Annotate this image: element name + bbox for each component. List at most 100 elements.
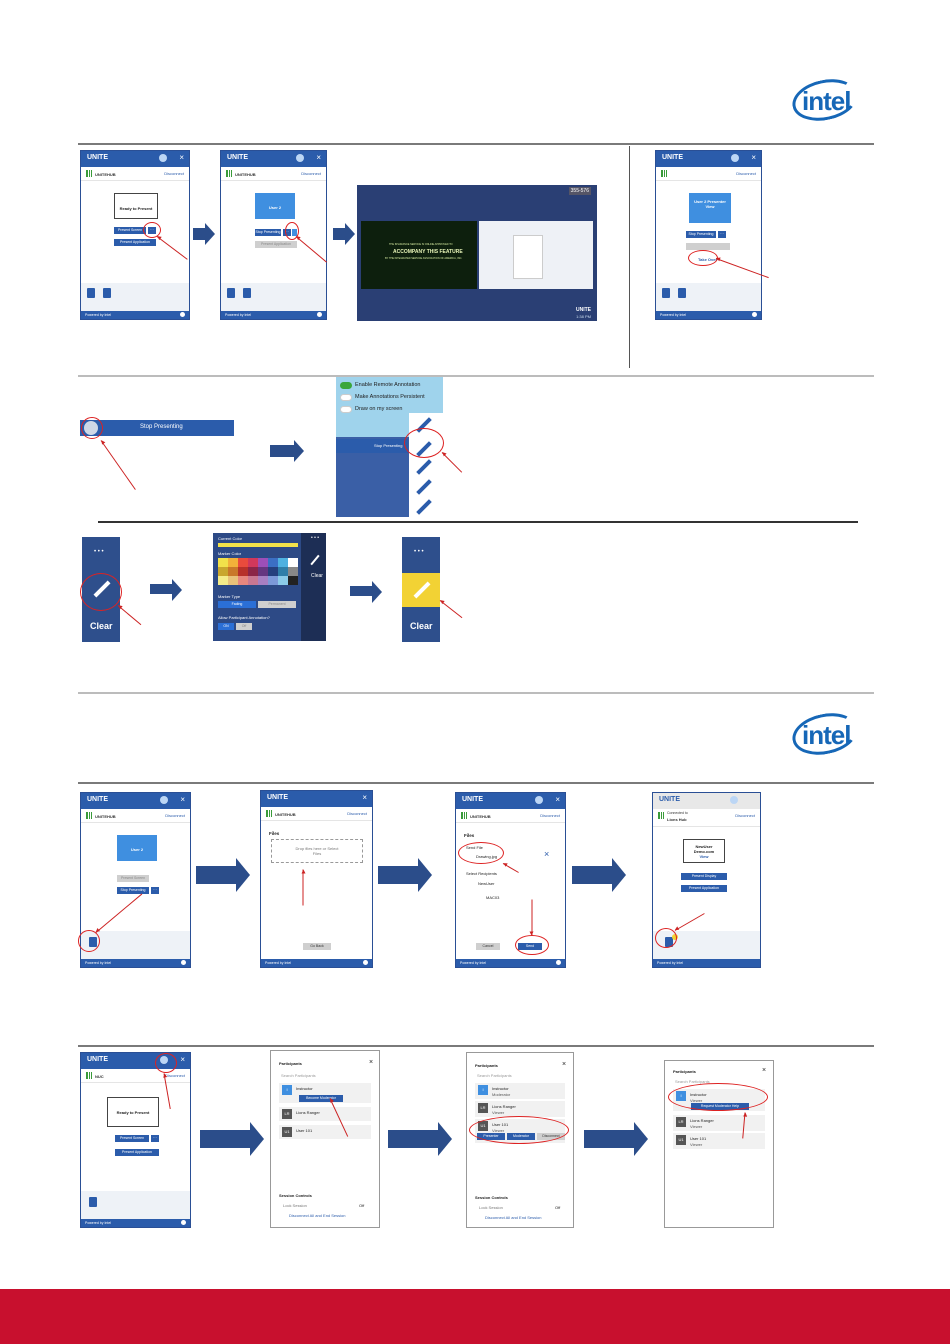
participants-icon[interactable] bbox=[730, 796, 738, 804]
color-swatch[interactable] bbox=[218, 567, 228, 576]
send-file-icon[interactable] bbox=[662, 288, 670, 298]
participants-icon[interactable] bbox=[731, 154, 739, 162]
view-link[interactable]: View bbox=[699, 854, 709, 859]
more-options-button[interactable]: ··· bbox=[151, 1135, 159, 1142]
send-file-icon[interactable] bbox=[87, 288, 95, 298]
color-swatch[interactable] bbox=[238, 558, 248, 567]
close-icon[interactable]: × bbox=[180, 795, 185, 804]
more-options-icon[interactable]: • • • bbox=[414, 549, 424, 555]
clear-button[interactable]: Clear bbox=[311, 573, 323, 579]
disconnect-link[interactable]: Disconnect bbox=[736, 171, 756, 176]
settings-icon[interactable] bbox=[180, 312, 185, 317]
color-swatch[interactable] bbox=[278, 567, 288, 576]
color-swatch[interactable] bbox=[248, 558, 258, 567]
recipient-2[interactable]: MAC03 bbox=[486, 895, 500, 900]
color-swatch[interactable] bbox=[268, 567, 278, 576]
enable-remote-annotation-toggle[interactable] bbox=[340, 382, 352, 389]
allow-off-button[interactable]: Off bbox=[236, 623, 252, 630]
draw-on-screen-toggle[interactable] bbox=[340, 406, 352, 413]
lock-session-toggle[interactable]: Off bbox=[555, 1205, 561, 1210]
color-swatch[interactable] bbox=[278, 576, 288, 585]
clear-button[interactable]: Clear bbox=[410, 621, 433, 631]
feedback-icon[interactable] bbox=[103, 288, 111, 298]
participants-icon[interactable] bbox=[159, 154, 167, 162]
disconnect-link[interactable]: Disconnect bbox=[165, 813, 185, 818]
make-persistent-toggle[interactable] bbox=[340, 394, 352, 401]
settings-icon[interactable] bbox=[752, 312, 757, 317]
stop-presenting-button[interactable]: Stop Presenting bbox=[117, 887, 149, 894]
color-swatch[interactable] bbox=[218, 558, 228, 567]
present-screen-button[interactable]: Present Screen bbox=[115, 1135, 149, 1142]
permanent-button[interactable]: Permanent bbox=[258, 601, 296, 608]
search-input[interactable]: Search Participants bbox=[675, 1079, 710, 1084]
color-swatch[interactable] bbox=[288, 567, 298, 576]
active-marker[interactable] bbox=[402, 573, 440, 607]
color-swatch[interactable] bbox=[228, 576, 238, 585]
disconnect-link[interactable]: Disconnect bbox=[165, 1073, 185, 1078]
close-icon[interactable]: × bbox=[751, 153, 756, 162]
color-swatch[interactable] bbox=[268, 576, 278, 585]
color-swatch[interactable] bbox=[238, 567, 248, 576]
stop-presenting-button[interactable]: Stop Presenting bbox=[255, 229, 281, 236]
marker-red-icon[interactable] bbox=[416, 479, 432, 495]
close-icon[interactable]: × bbox=[562, 1061, 567, 1068]
disconnect-all-link[interactable]: Disconnect All and End Session bbox=[289, 1213, 346, 1218]
more-options-button[interactable]: ··· bbox=[151, 887, 159, 894]
stop-presenting-button[interactable]: Stop Presenting bbox=[686, 231, 716, 238]
stop-presenting-label[interactable]: Stop Presenting bbox=[140, 424, 183, 430]
disconnect-all-link[interactable]: Disconnect All and End Session bbox=[485, 1215, 542, 1220]
drop-zone[interactable]: Drop files here or Select Files bbox=[271, 839, 363, 863]
lock-session-toggle[interactable]: Off bbox=[359, 1203, 365, 1208]
disconnect-link[interactable]: Disconnect bbox=[164, 171, 184, 176]
search-input[interactable]: Search Participants bbox=[477, 1073, 512, 1078]
color-swatch[interactable] bbox=[228, 558, 238, 567]
settings-icon[interactable] bbox=[556, 960, 561, 965]
pencil-icon[interactable] bbox=[413, 581, 431, 599]
color-swatch[interactable] bbox=[268, 558, 278, 567]
participants-icon[interactable] bbox=[535, 796, 543, 804]
close-icon[interactable]: × bbox=[762, 1067, 767, 1074]
present-application-button[interactable]: Present Application bbox=[115, 1149, 159, 1156]
disconnect-link[interactable]: Disconnect bbox=[540, 813, 560, 818]
present-screen-button[interactable]: Present Screen bbox=[114, 227, 146, 234]
go-back-button[interactable]: Go Back bbox=[303, 943, 331, 950]
color-swatch[interactable] bbox=[288, 576, 298, 585]
present-display-button[interactable]: Present Display bbox=[681, 873, 727, 880]
send-file-icon[interactable] bbox=[89, 1197, 97, 1207]
participants-icon[interactable] bbox=[296, 154, 304, 162]
close-icon[interactable]: × bbox=[369, 1059, 374, 1066]
settings-icon[interactable] bbox=[317, 312, 322, 317]
cancel-button[interactable]: Cancel bbox=[476, 943, 500, 950]
color-swatch[interactable] bbox=[248, 576, 258, 585]
color-swatch[interactable] bbox=[258, 576, 268, 585]
color-swatch[interactable] bbox=[248, 567, 258, 576]
color-swatch[interactable] bbox=[278, 558, 288, 567]
allow-on-button[interactable]: ON bbox=[218, 623, 234, 630]
participants-icon[interactable] bbox=[160, 796, 168, 804]
more-options-button[interactable]: ··· bbox=[718, 231, 726, 238]
more-options-icon[interactable]: • • • bbox=[311, 535, 320, 541]
marker-green-icon[interactable] bbox=[416, 459, 432, 475]
marker-blue-icon[interactable] bbox=[416, 499, 432, 515]
close-icon[interactable]: × bbox=[180, 1055, 185, 1064]
feedback-icon[interactable] bbox=[243, 288, 251, 298]
fading-button[interactable]: Fading bbox=[218, 601, 256, 608]
close-icon[interactable]: × bbox=[362, 793, 367, 802]
more-options-icon[interactable]: • • • bbox=[94, 549, 104, 555]
disconnect-link[interactable]: Disconnect bbox=[347, 811, 367, 816]
present-application-button[interactable]: Present Application bbox=[681, 885, 727, 892]
feedback-icon[interactable] bbox=[678, 288, 686, 298]
remove-file-icon[interactable]: × bbox=[544, 849, 550, 859]
clear-button[interactable]: Clear bbox=[90, 621, 113, 631]
settings-icon[interactable] bbox=[363, 960, 368, 965]
color-swatch[interactable] bbox=[228, 567, 238, 576]
become-moderator-button[interactable]: Become Moderator bbox=[299, 1095, 343, 1102]
color-swatch[interactable] bbox=[238, 576, 248, 585]
close-icon[interactable]: × bbox=[555, 795, 560, 804]
close-icon[interactable]: × bbox=[316, 153, 321, 162]
color-swatch[interactable] bbox=[218, 576, 228, 585]
color-swatch[interactable] bbox=[288, 558, 298, 567]
stop-presenting-label[interactable]: Stop Presenting bbox=[374, 443, 403, 448]
settings-icon[interactable] bbox=[181, 960, 186, 965]
search-input[interactable]: Search Participants bbox=[281, 1073, 316, 1078]
